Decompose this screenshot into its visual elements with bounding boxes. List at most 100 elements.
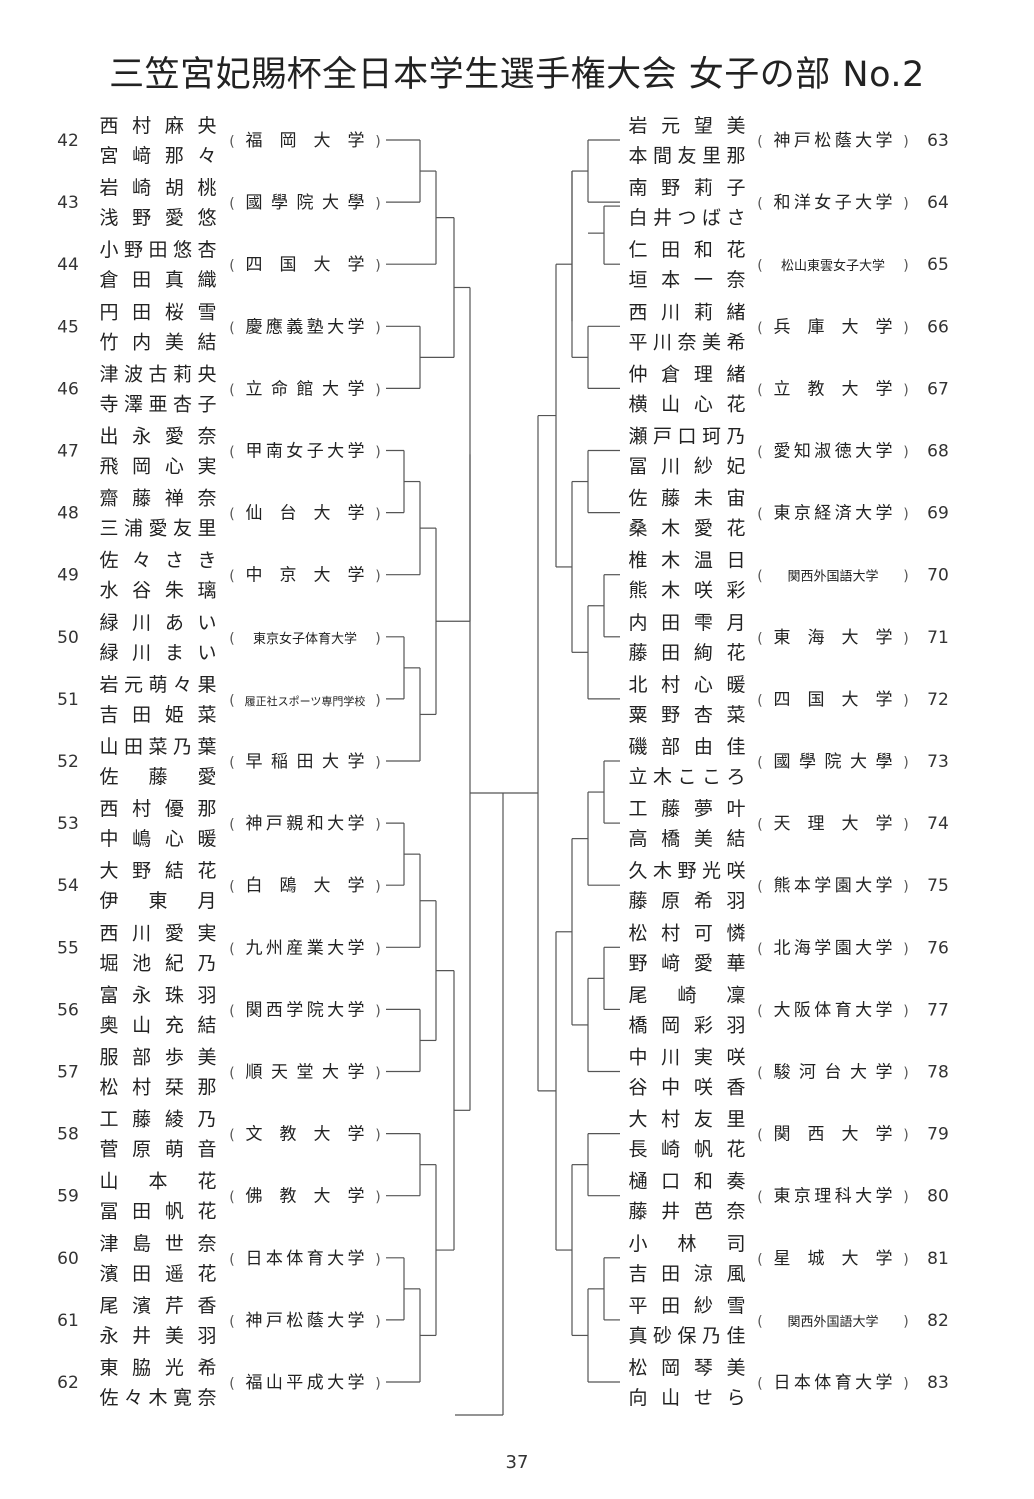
school-name-char: 戸 xyxy=(794,131,811,151)
player-name-char: 谷 xyxy=(628,1077,647,1099)
entry-number: 57 xyxy=(57,1063,79,1083)
entry-number: 79 xyxy=(927,1125,949,1145)
school-name-char: 教 xyxy=(280,1187,297,1207)
paren-close: ) xyxy=(375,1128,380,1144)
entry-number: 75 xyxy=(927,876,949,896)
player-name-char: 光 xyxy=(702,860,721,882)
player-name-char: 亜 xyxy=(148,393,167,415)
player-name-char: 藤 xyxy=(132,1109,151,1131)
player-name-char: 遥 xyxy=(165,1263,184,1285)
player-name-char: 涼 xyxy=(694,1263,713,1285)
player-name-char: 緑 xyxy=(99,612,118,634)
player-name-char: こ xyxy=(677,766,696,788)
player-name-char: 帆 xyxy=(165,1201,184,1223)
player-name-char: 美 xyxy=(702,331,721,353)
school-name-char: 学 xyxy=(348,752,365,772)
player-name-char: 古 xyxy=(148,363,167,385)
school-name-char: 文 xyxy=(246,1125,263,1145)
player-name-char: 野 xyxy=(677,860,696,882)
entry-number: 69 xyxy=(927,504,949,524)
player-name-char: 寛 xyxy=(173,1387,192,1409)
entry-number: 48 xyxy=(57,504,79,524)
player-name-char: 葉 xyxy=(197,736,216,758)
entry-number: 46 xyxy=(57,379,79,399)
paren-close: ) xyxy=(375,817,380,833)
player-name-char: 司 xyxy=(726,1233,745,1255)
player-name-char: 工 xyxy=(99,1109,118,1131)
paren-close: ) xyxy=(903,1252,908,1268)
player-name-char: 嶋 xyxy=(132,828,151,850)
player-name-char: ら xyxy=(726,1387,745,1409)
player-name-char: 美 xyxy=(165,1325,184,1347)
paren-close: ) xyxy=(375,941,380,957)
player-name-char: 木 xyxy=(653,766,672,788)
school-name-char: 鴎 xyxy=(280,876,297,896)
player-name-char: 口 xyxy=(677,426,696,448)
school-name-char: 大 xyxy=(842,379,859,399)
school-name-char: 学 xyxy=(876,876,893,896)
player-name-char: 藤 xyxy=(628,890,647,912)
player-name-char: 杏 xyxy=(197,239,216,261)
player-name-char: 津 xyxy=(99,1233,118,1255)
school-name-char: 稲 xyxy=(271,752,288,772)
paren-close: ) xyxy=(903,320,908,336)
player-name-char: 紗 xyxy=(694,456,713,478)
player-name-char: 磯 xyxy=(628,736,647,758)
school-name-char: 科 xyxy=(835,1187,852,1207)
paren-open: ( xyxy=(229,382,234,398)
player-name-char: 岩 xyxy=(99,674,118,696)
player-name-char: 山 xyxy=(99,1171,118,1193)
school-name-char: 四 xyxy=(246,255,263,275)
school-name-char: 福 xyxy=(246,131,263,151)
player-name-char: 真 xyxy=(628,1325,647,1347)
player-name-char: 琴 xyxy=(694,1357,713,1379)
paren-open: ( xyxy=(229,1066,234,1082)
school-name-char: 福 xyxy=(246,1373,263,1393)
school-name-char: 大 xyxy=(314,255,331,275)
paren-open: ( xyxy=(229,941,234,957)
player-name-char: 莉 xyxy=(694,301,713,323)
player-name-char: 藤 xyxy=(628,642,647,664)
player-name-char: 珠 xyxy=(165,984,184,1006)
paren-open: ( xyxy=(757,258,762,274)
player-name-char: 飛 xyxy=(99,456,118,478)
school-name-char: 学 xyxy=(876,1187,893,1207)
paren-close: ) xyxy=(903,941,908,957)
school-name-char: 大 xyxy=(327,814,344,834)
player-name-char: 尾 xyxy=(99,1295,118,1317)
school-name-char: 淑 xyxy=(814,442,831,462)
paren-open: ( xyxy=(757,569,762,585)
school-name-char: 庫 xyxy=(808,317,825,337)
school-name-char: 学 xyxy=(348,255,365,275)
player-name-char: 彩 xyxy=(726,580,745,602)
school-name-char: 九 xyxy=(246,938,263,958)
paren-open: ( xyxy=(229,196,234,212)
player-name-char: 保 xyxy=(677,1325,696,1347)
paren-open: ( xyxy=(757,817,762,833)
player-name-char: 綾 xyxy=(165,1109,184,1131)
paren-open: ( xyxy=(757,445,762,461)
player-name-char: 佳 xyxy=(726,736,745,758)
player-name-char: 元 xyxy=(661,115,680,137)
school-name-char: 東 xyxy=(774,504,791,524)
player-name-char: 羽 xyxy=(197,984,216,1006)
player-name-char: 尾 xyxy=(628,984,647,1006)
paren-close: ) xyxy=(903,879,908,895)
player-name-char: 野 xyxy=(132,860,151,882)
player-name-char: 乃 xyxy=(702,1325,721,1347)
player-name-char: 小 xyxy=(628,1233,647,1255)
paren-open: ( xyxy=(229,320,234,336)
player-name-char: 々 xyxy=(124,1387,143,1409)
player-name-char: 富 xyxy=(99,984,118,1006)
paren-close: ) xyxy=(375,1314,380,1330)
player-name-char: 崎 xyxy=(132,177,151,199)
paren-close: ) xyxy=(375,631,380,647)
school-name-char: 本 xyxy=(794,1373,811,1393)
player-name-char: 野 xyxy=(661,177,680,199)
player-name-char: 憐 xyxy=(726,922,745,944)
player-name-char: 珂 xyxy=(702,426,721,448)
player-name-char: 本 xyxy=(661,269,680,291)
paren-close: ) xyxy=(375,196,380,212)
player-name-char: 西 xyxy=(99,798,118,820)
school-name-char: 岡 xyxy=(280,131,297,151)
